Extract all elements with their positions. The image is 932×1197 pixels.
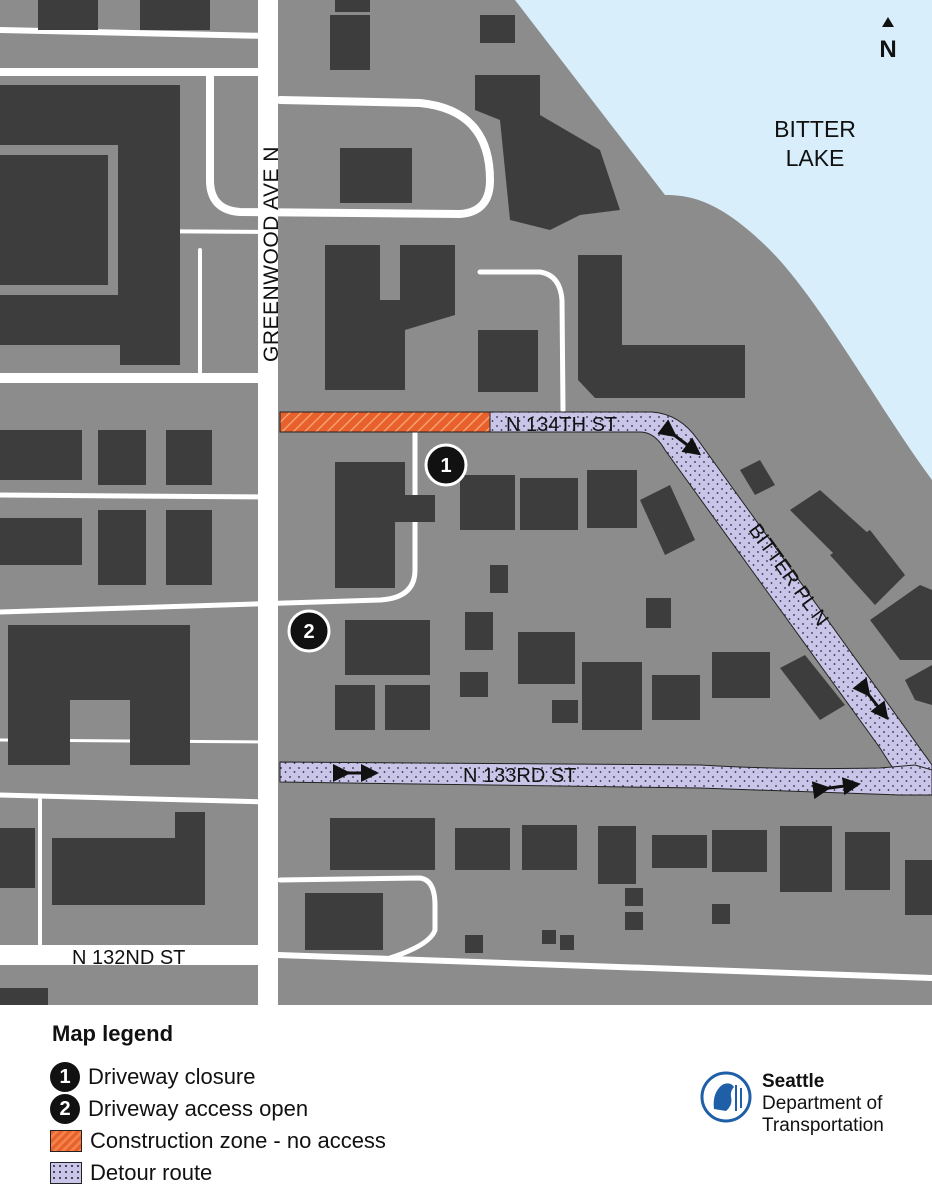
lake-label: BITTER <box>774 116 856 142</box>
legend-label-detour: Detour route <box>90 1160 213 1185</box>
buildings <box>0 0 932 1005</box>
lake-label-line2: LAKE <box>786 145 845 171</box>
bitter-lake-water <box>515 0 932 480</box>
closure-badge-icon: 1 <box>50 1062 80 1092</box>
marker-access-number: 2 <box>303 621 314 643</box>
construction-swatch-icon <box>50 1130 82 1152</box>
legend-item-driveway-access: 2 Driveway access open <box>50 1094 308 1124</box>
logo-line1: Seattle <box>762 1071 825 1092</box>
seattle-seal-icon <box>700 1071 752 1123</box>
logo-line3: Transportation <box>762 1115 884 1136</box>
street-label-n-133rd-st: N 133RD ST <box>463 765 576 787</box>
legend-label-access: Driveway access open <box>88 1096 309 1121</box>
marker-closure-number: 1 <box>440 455 451 477</box>
marker-driveway-closure[interactable]: 1 <box>424 443 468 487</box>
street-label-n-132nd-st: N 132ND ST <box>72 947 185 969</box>
sdot-logo: Seattle Department of Transportation <box>700 1071 884 1137</box>
construction-zone <box>279 411 491 433</box>
detour-route[interactable] <box>279 411 932 796</box>
detour-arrows <box>333 419 889 800</box>
legend-item-driveway-closure: 1 Driveway closure <box>50 1062 256 1092</box>
access-badge-icon: 2 <box>50 1094 80 1124</box>
north-label: N <box>879 36 896 63</box>
detour-swatch-icon <box>50 1162 82 1184</box>
marker-driveway-access[interactable]: 2 <box>287 609 331 653</box>
road-network <box>0 0 932 1005</box>
street-label-n-134th-st: N 134TH ST <box>506 414 617 436</box>
logo-line2: Department of <box>762 1093 883 1114</box>
legend-label-closure: Driveway closure <box>88 1064 256 1089</box>
legend-item-construction-zone: Construction zone - no access <box>50 1126 386 1156</box>
north-arrow-icon: N <box>879 17 897 63</box>
map[interactable]: GREENWOOD AVE N N 134TH ST BITTER PL N N… <box>0 0 932 1005</box>
map-legend: Map legend 1 Driveway closure 2 Driveway… <box>0 1005 932 1197</box>
legend-item-detour-route: Detour route <box>50 1158 212 1188</box>
legend-title: Map legend <box>52 1021 174 1046</box>
legend-label-construction: Construction zone - no access <box>90 1128 386 1153</box>
street-label-greenwood-ave-n: GREENWOOD AVE N <box>260 146 283 362</box>
